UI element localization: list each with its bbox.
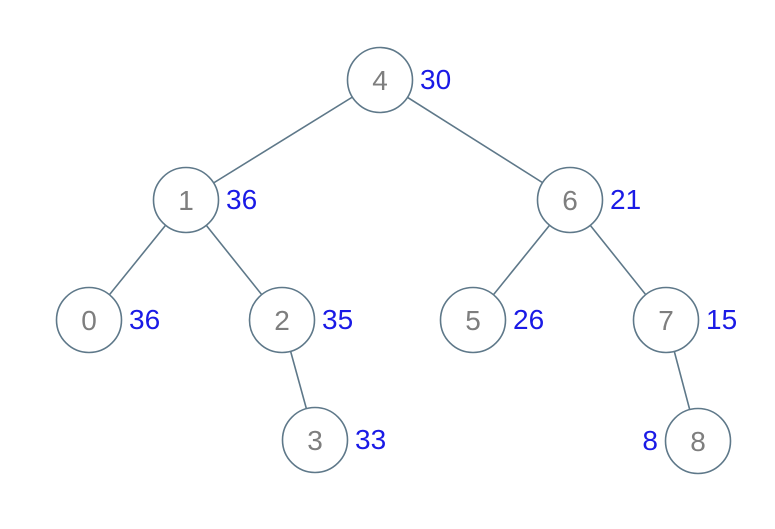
node-circle xyxy=(248,286,316,354)
tree-node-3: 3 33 xyxy=(281,406,386,474)
node-weight-label: 26 xyxy=(513,304,544,335)
node-circle xyxy=(664,407,732,475)
node-value: 4 xyxy=(372,65,388,96)
node-circle xyxy=(346,46,414,114)
tree-node-4: 4 30 xyxy=(346,46,451,114)
node-weight-label: 15 xyxy=(706,304,737,335)
node-weight-label: 21 xyxy=(610,184,641,215)
node-value: 2 xyxy=(274,305,290,336)
node-circle xyxy=(281,406,349,474)
tree-node-1: 1 36 xyxy=(152,166,257,234)
tree-node-8: 8 8 xyxy=(642,407,732,475)
node-weight-label: 35 xyxy=(322,304,353,335)
edge-4-1 xyxy=(185,79,381,201)
tree-node-0: 0 36 xyxy=(55,286,160,354)
node-circle xyxy=(632,286,700,354)
node-circle xyxy=(55,286,123,354)
edge-4-6 xyxy=(379,79,571,201)
tree-node-7: 7 15 xyxy=(632,286,737,354)
node-value: 7 xyxy=(658,305,674,336)
tree-nodes: 4 30 1 36 6 21 0 36 2 35 xyxy=(55,46,737,475)
node-value: 8 xyxy=(690,426,706,457)
node-weight-label: 36 xyxy=(226,184,257,215)
node-weight-label: 36 xyxy=(129,304,160,335)
node-weight-label: 33 xyxy=(355,424,386,455)
tree-node-6: 6 21 xyxy=(536,166,641,234)
node-value: 6 xyxy=(562,185,578,216)
node-value: 1 xyxy=(178,185,194,216)
node-weight-label: 30 xyxy=(420,64,451,95)
tree-node-2: 2 35 xyxy=(248,286,353,354)
node-value: 5 xyxy=(465,305,481,336)
node-circle xyxy=(152,166,220,234)
node-circle xyxy=(439,286,507,354)
node-value: 0 xyxy=(81,305,97,336)
node-circle xyxy=(536,166,604,234)
tree-node-5: 5 26 xyxy=(439,286,544,354)
tree-edges xyxy=(88,79,699,442)
node-value: 3 xyxy=(307,425,323,456)
node-weight-label: 8 xyxy=(642,425,658,456)
